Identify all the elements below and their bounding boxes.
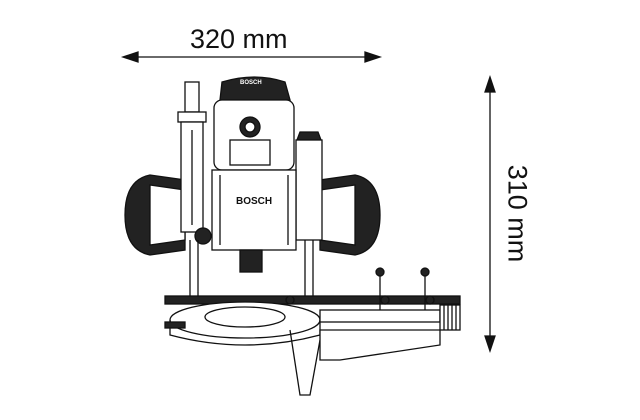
right-column-cap: [295, 131, 323, 241]
height-dimension-label: 310 mm: [502, 164, 533, 263]
height-dimension-arrow: [484, 74, 496, 354]
body-brand-logo: BOSCH: [236, 196, 273, 207]
right-handle-knob: [319, 174, 381, 256]
parallel-guide: [285, 267, 461, 361]
depth-stop-column: [177, 81, 212, 245]
width-dimension-label: 320 mm: [190, 24, 288, 54]
top-brand-logo: BOSCH: [240, 80, 262, 86]
left-handle-knob: [124, 174, 186, 256]
motor-housing: [211, 76, 297, 273]
width-dimension-arrow: [120, 51, 383, 63]
